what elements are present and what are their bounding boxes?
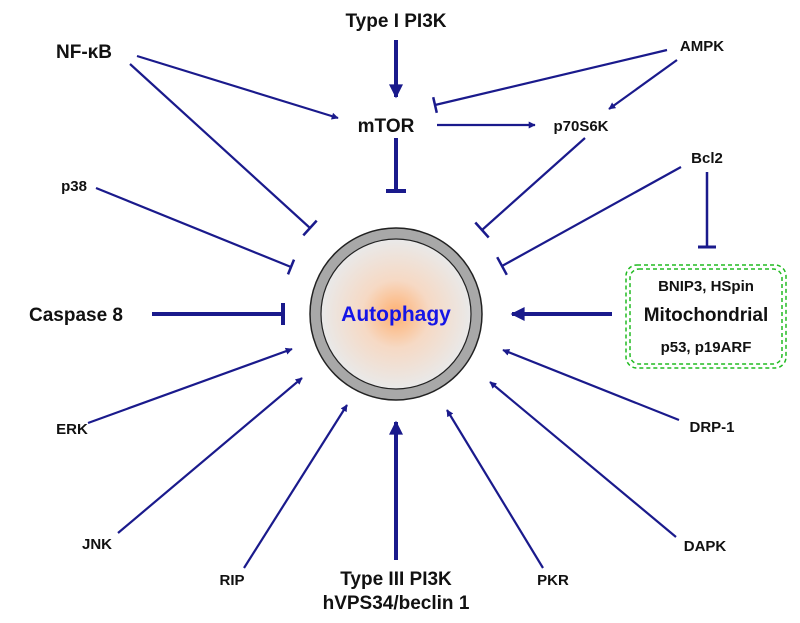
mito-box-outer-border: [625, 264, 787, 369]
mito-box-title: Mitochondrial: [644, 305, 769, 326]
node-type3-pi3k: Type III PI3K: [340, 569, 452, 590]
node-erk: ERK: [56, 421, 88, 438]
edge-ampk-p70s6k: [608, 59, 678, 110]
autophagy-core: [320, 238, 472, 390]
node-p38: p38: [61, 178, 87, 195]
edge-ampk-mtor-inhibit: [434, 48, 668, 107]
edge-rip-autophagy: [243, 404, 348, 569]
inhibit-bar-ampk: [431, 96, 439, 114]
edge-nfkb-mtor: [136, 54, 339, 120]
inhibit-bar-p70s6k: [474, 221, 490, 239]
mitochondrial-box: BNIP3, HSpin Mitochondrial p53, p19ARF: [625, 264, 787, 369]
mito-box-line1: BNIP3, HSpin: [658, 278, 754, 295]
node-rip: RIP: [219, 572, 244, 589]
node-ampk: AMPK: [680, 38, 724, 55]
edges: [87, 40, 716, 569]
mito-box-line3: p53, p19ARF: [661, 339, 752, 356]
edge-jnk-autophagy: [117, 377, 303, 534]
inhibit-bar-nfkb: [302, 219, 318, 237]
node-nfkb: NF-κB: [56, 42, 112, 63]
node-jnk: JNK: [82, 536, 112, 553]
edge-drp1-autophagy: [502, 348, 680, 422]
node-labels: Type I PI3K NF-κB AMPK mTOR p70S6K Bcl2 …: [29, 11, 735, 614]
edge-p38-autophagy-inhibit: [95, 186, 292, 269]
edge-nfkb-autophagy-inhibit: [129, 63, 311, 229]
edge-pkr-autophagy: [446, 409, 544, 569]
node-pkr: PKR: [537, 572, 569, 589]
autophagy-label: Autophagy: [341, 303, 451, 326]
node-caspase8: Caspase 8: [29, 305, 123, 326]
edge-bcl2-autophagy-inhibit: [501, 166, 682, 267]
node-type1-pi3k: Type I PI3K: [345, 11, 446, 32]
node-dapk: DAPK: [684, 538, 727, 555]
node-bcl2: Bcl2: [691, 150, 723, 167]
edge-erk-autophagy: [87, 347, 293, 425]
node-hvps34-beclin1: hVPS34/beclin 1: [323, 593, 470, 614]
node-mtor: mTOR: [358, 116, 415, 137]
edge-dapk-autophagy: [489, 381, 677, 538]
inhibit-bar-bcl2: [496, 256, 508, 276]
autophagy-node: Autophagy: [309, 227, 483, 401]
node-drp1: DRP-1: [689, 419, 734, 436]
inhibit-bar-p38: [286, 259, 296, 275]
node-p70s6k: p70S6K: [553, 118, 608, 135]
mito-box-inner-border: [629, 268, 783, 365]
edge-p70s6k-autophagy-inhibit: [481, 137, 586, 231]
